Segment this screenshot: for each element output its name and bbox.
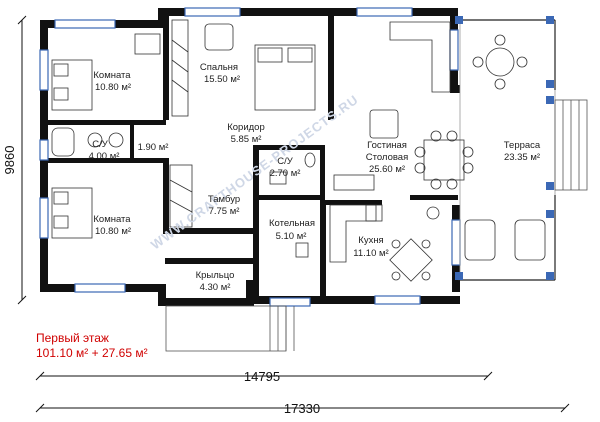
furniture (51, 19, 546, 282)
wc-name: С/У (277, 156, 294, 167)
room-top-name: Комната (93, 70, 131, 81)
kitchen-area: 11.10 м² (353, 248, 388, 259)
dimension-width-total: 17330 (284, 401, 320, 416)
porch-name: Крыльцо (196, 270, 235, 281)
living-name-2: Столовая (366, 152, 408, 163)
terrace (455, 16, 588, 281)
living-name-1: Гостиная (367, 140, 407, 151)
dimension-lines (17, 15, 570, 413)
terrace-name: Терраса (504, 140, 541, 151)
corridor-name: Коридор (227, 122, 265, 133)
bathroom-left-name: С/У (92, 139, 109, 150)
room-bottom-area: 10.80 м² (95, 226, 131, 237)
kitchen-name: Кухня (358, 235, 383, 246)
interior-walls (48, 16, 458, 296)
corridor-area: 5.85 м² (231, 134, 262, 145)
floor-caption-area: 101.10 м² + 27.65 м² (36, 346, 148, 360)
vestibule-name: Тамбур (208, 194, 240, 205)
floor-caption-title: Первый этаж (36, 331, 109, 345)
living-area: 25.60 м² (369, 164, 405, 175)
boiler-area: 5.10 м² (276, 231, 307, 242)
wc-area: 2.70 м² (270, 168, 301, 179)
dimension-height: 9860 (2, 146, 17, 175)
room-top-area: 10.80 м² (95, 82, 131, 93)
room-bottom-name: Комната (93, 214, 131, 225)
room-labels: Спальня 15.50 м² Комната 10.80 м² С/У 4.… (89, 62, 541, 293)
porch-steps (165, 305, 295, 352)
terrace-area: 23.35 м² (504, 152, 540, 163)
vestibule-area: 7.75 м² (209, 206, 240, 217)
bedroom-area: 15.50 м² (204, 74, 240, 85)
bedroom-name: Спальня (200, 62, 238, 73)
bathroom-left-area: 4.00 м² (89, 151, 120, 162)
closet-area: 1.90 м² (138, 142, 169, 153)
porch-area: 4.30 м² (200, 282, 231, 293)
boiler-name: Котельная (269, 218, 315, 229)
dimension-width-inner: 14795 (244, 369, 280, 384)
